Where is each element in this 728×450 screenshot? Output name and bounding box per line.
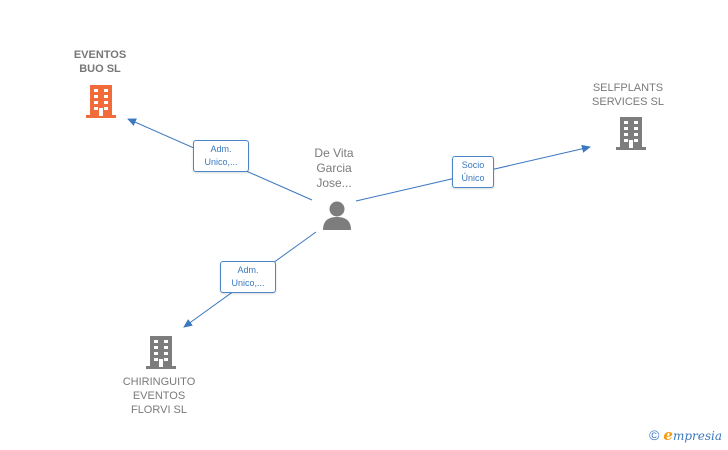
edge-label-line: Unico,... [204, 157, 238, 167]
person-icon[interactable] [322, 201, 352, 230]
edge-label-line: Adm. [210, 144, 232, 154]
brand-name: mpresia [672, 429, 722, 443]
edge-label-line: Socio [461, 160, 485, 170]
edge-label-line: Adm. [237, 265, 259, 275]
building-icon[interactable] [146, 335, 176, 369]
edge-label-eventos: Adm. Unico,... [193, 140, 249, 172]
brand-initial: e [663, 426, 673, 444]
building-icon[interactable] [86, 84, 116, 118]
edge-label-line: Único [461, 173, 485, 183]
building-icon[interactable] [616, 116, 646, 150]
edge-label-chiringuito: Adm. Unico,... [220, 261, 276, 293]
person-label[interactable]: De Vita Garcia Jose... [314, 146, 354, 190]
company-label-eventos-buo[interactable]: EVENTOS BUO SL [73, 49, 127, 75]
company-label-chiringuito[interactable]: CHIRINGUITO EVENTOS FLORVI SL [122, 376, 196, 416]
company-label-selfplants[interactable]: SELFPLANTS SERVICES SL [592, 82, 664, 108]
edge-label-selfplants: Socio Único [452, 156, 494, 188]
edge-label-line: Unico,... [231, 278, 265, 288]
brand-logo: © empresia [649, 426, 722, 444]
copyright-symbol: © [649, 427, 660, 443]
brand-wordmark: empresia [663, 426, 722, 444]
